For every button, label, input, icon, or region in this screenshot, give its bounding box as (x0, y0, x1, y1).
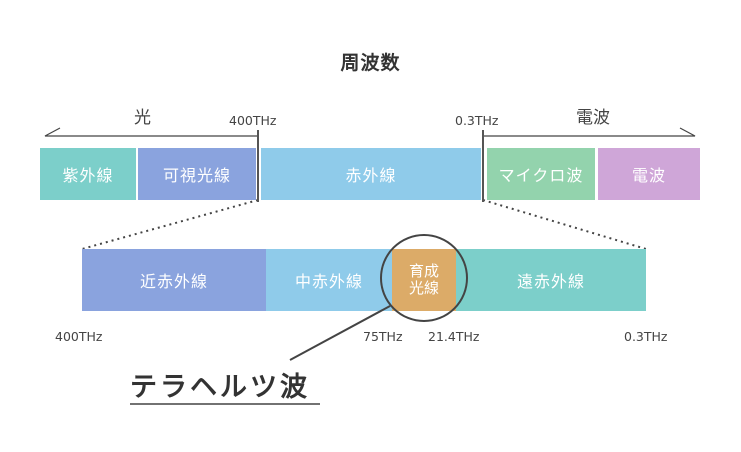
band-mid-infrared: 中赤外線 (266, 249, 392, 311)
tick-03thz-top: 0.3THz (455, 113, 499, 128)
band-near-infrared: 近赤外線 (82, 249, 266, 311)
tick-400thz-top: 400THz (229, 113, 277, 128)
divider-03thz (482, 130, 484, 202)
band-infrared: 赤外線 (261, 148, 481, 200)
band-ultraviolet: 紫外線 (40, 148, 136, 200)
tick-75thz: 75THz (363, 329, 403, 344)
callout-pointer (289, 305, 391, 361)
band-far-infrared: 遠赤外線 (456, 249, 646, 311)
band-radio-wave: 電波 (598, 148, 700, 200)
band-growth-light: 育成 光線 (392, 249, 456, 311)
tick-03thz-bottom: 0.3THz (624, 329, 668, 344)
light-range-arrow (44, 127, 258, 137)
highlight-circle (380, 234, 468, 322)
band-microwave: マイクロ波 (487, 148, 595, 200)
radio-range-arrow (483, 127, 696, 137)
divider-400thz (257, 130, 259, 202)
light-label: 光 (134, 108, 151, 128)
zoom-line-left (81, 199, 259, 250)
diagram-title: 周波数 (340, 52, 401, 74)
tick-400thz-bottom: 400THz (55, 329, 103, 344)
tick-21-4thz: 21.4THz (428, 329, 480, 344)
terahertz-label: テラヘルツ波 (130, 372, 310, 403)
zoom-line-right (482, 199, 647, 250)
radio-label: 電波 (576, 108, 610, 128)
band-visible-light: 可視光線 (138, 148, 256, 200)
